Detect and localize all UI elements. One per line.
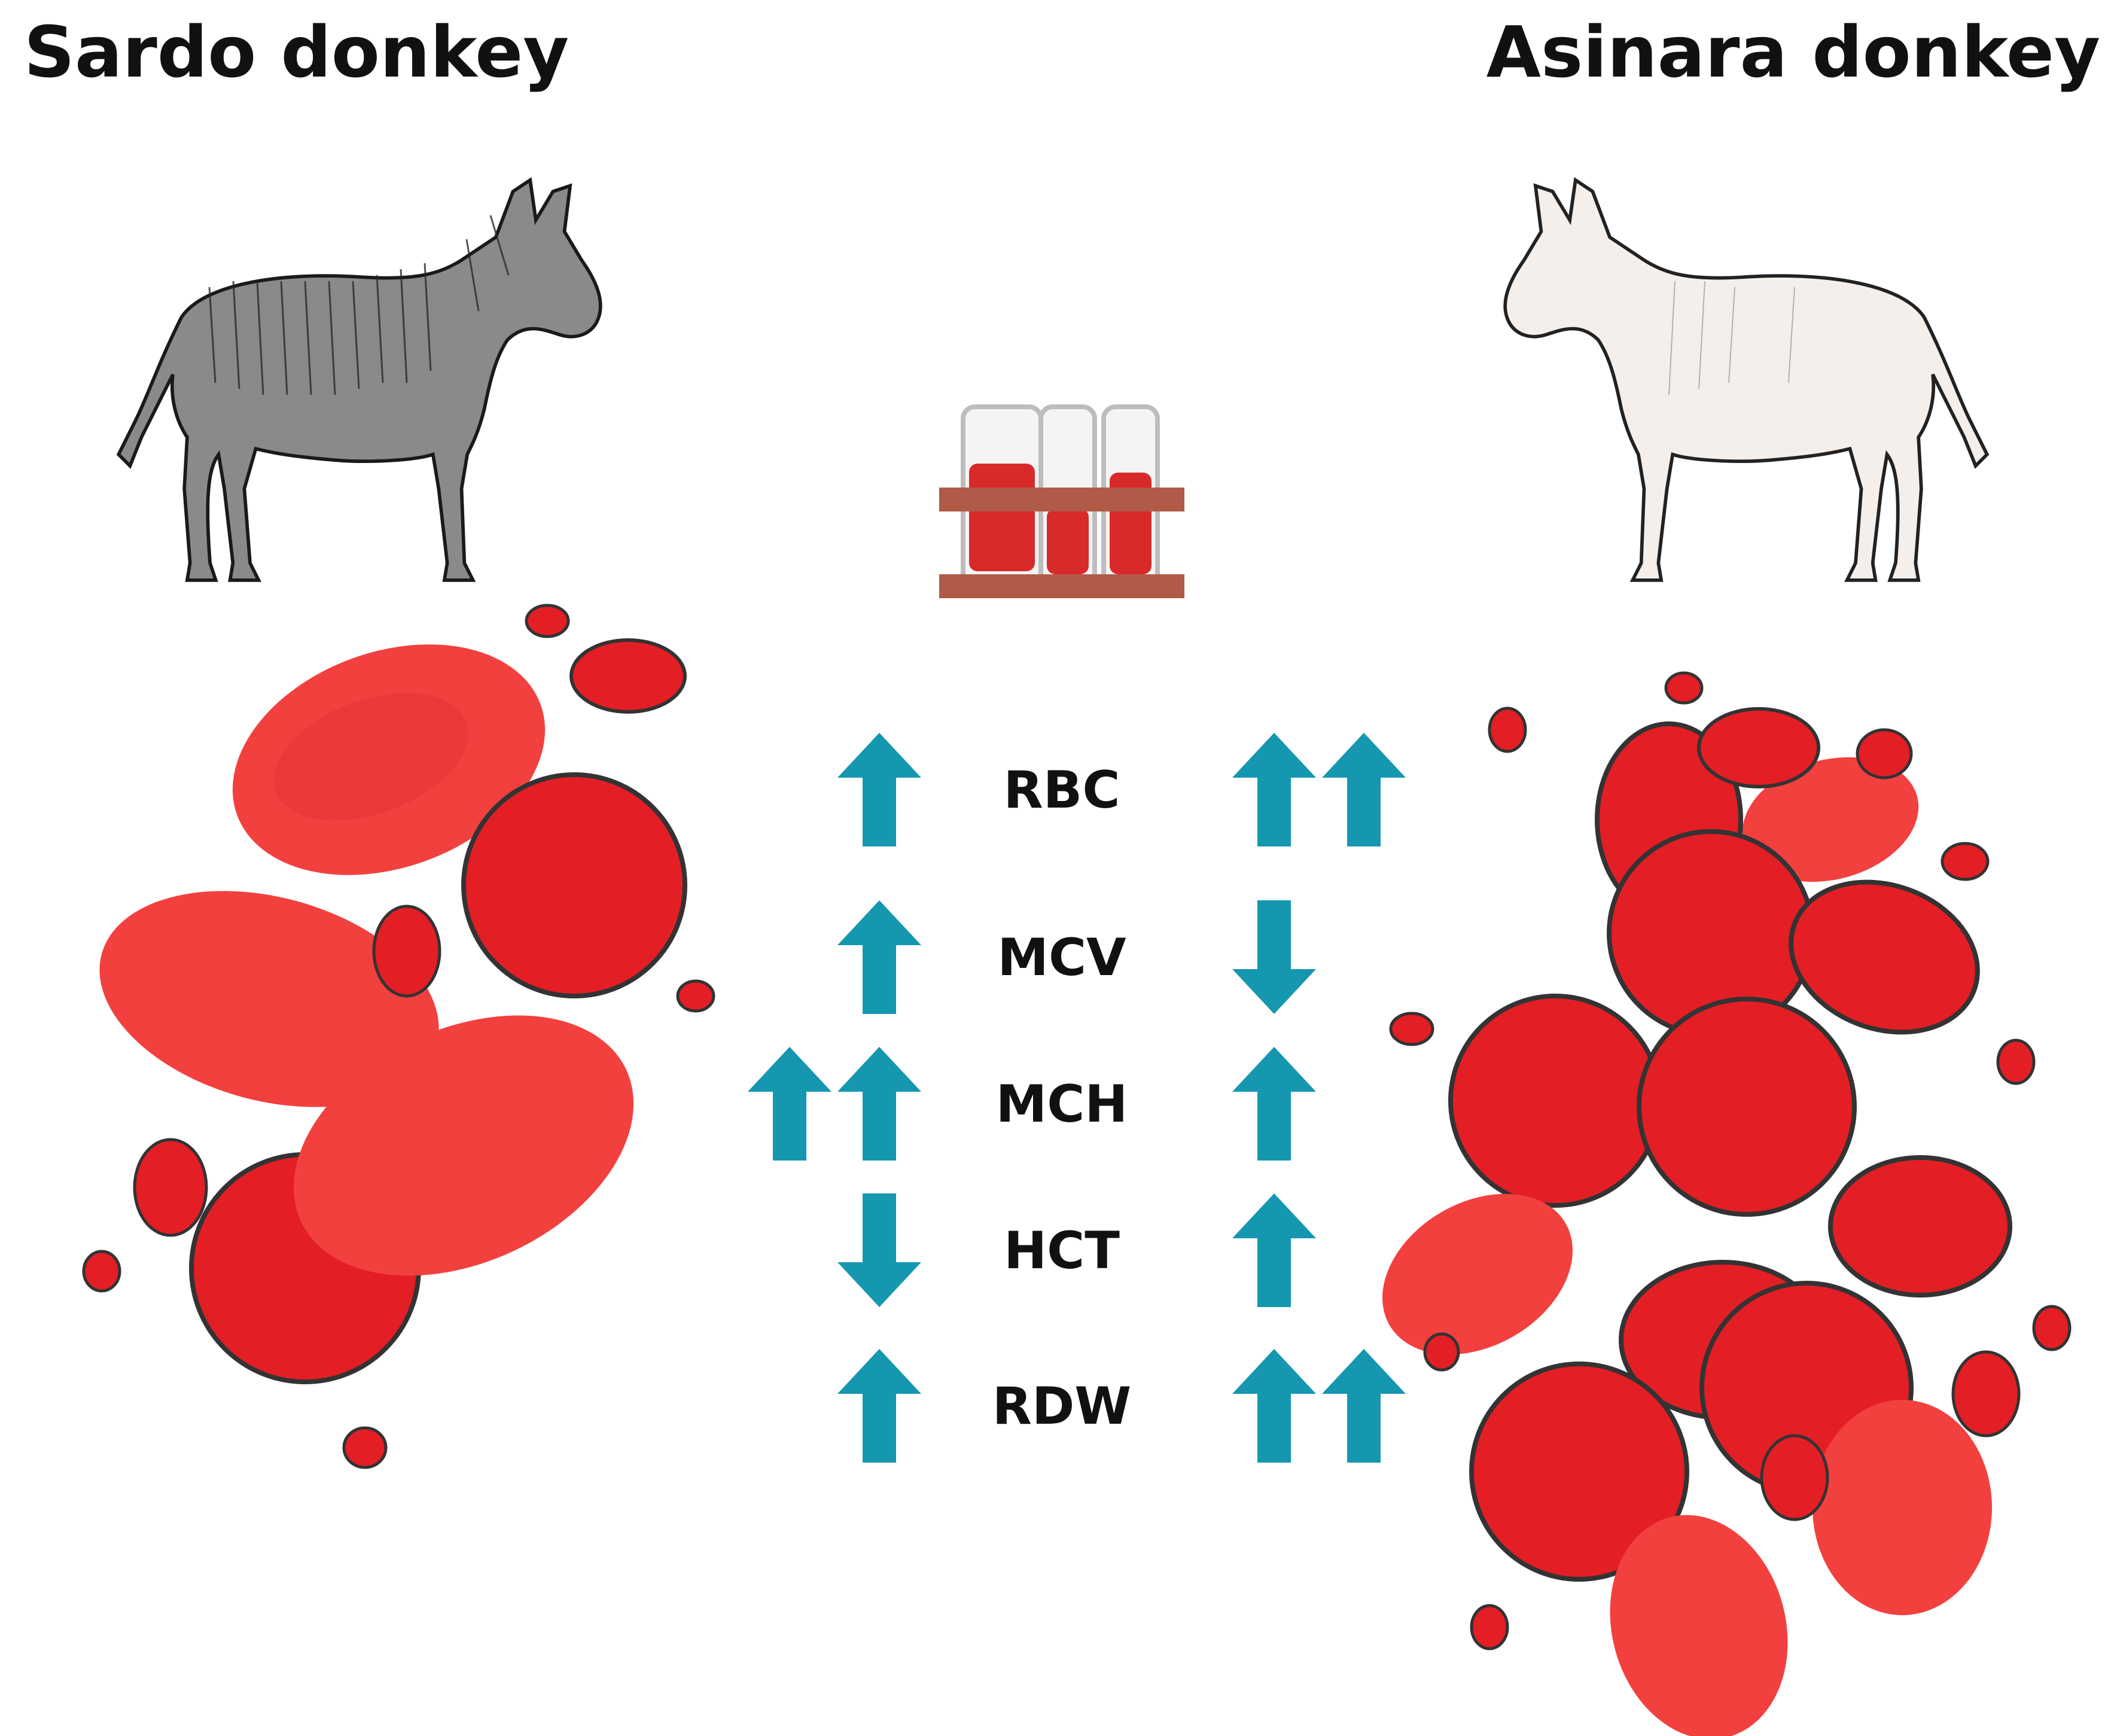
sardo-donkey-icon bbox=[118, 180, 601, 580]
parameter-label-hct: HCT bbox=[1004, 1221, 1120, 1281]
asinara-hct-up-arrow-icon bbox=[1232, 1193, 1316, 1307]
sardo-red-blood-cells bbox=[82, 604, 715, 1469]
asinara-mch-up-arrow-icon bbox=[1232, 1047, 1316, 1161]
asinara-rdw-up-arrow-icon bbox=[1232, 1349, 1316, 1463]
sardo-title: Sardo donkey bbox=[24, 11, 569, 93]
sardo-rbc-up-arrow-icon bbox=[837, 733, 921, 846]
asinara-title: Asinara donkey bbox=[1486, 11, 2100, 93]
sardo-mch-up-arrow-icon bbox=[837, 1047, 921, 1161]
parameter-label-mch: MCH bbox=[996, 1074, 1128, 1134]
sardo-rdw-up-arrow-icon bbox=[837, 1349, 921, 1463]
parameter-comparison: RBC MCV MCH HCT RDW bbox=[748, 733, 1406, 1463]
parameter-label-rbc: RBC bbox=[1004, 760, 1120, 820]
sardo-mch-up-arrow-icon bbox=[748, 1047, 831, 1161]
parameter-label-rdw: RDW bbox=[992, 1376, 1131, 1436]
asinara-rbc-up-arrow-icon bbox=[1322, 733, 1406, 846]
test-tube-rack-icon bbox=[939, 404, 1184, 598]
asinara-red-blood-cells bbox=[1382, 671, 2072, 1736]
asinara-mcv-down-arrow-icon bbox=[1232, 900, 1316, 1014]
asinara-donkey-icon bbox=[1505, 180, 1987, 580]
sardo-hct-down-arrow-icon bbox=[837, 1193, 921, 1307]
asinara-rbc-up-arrow-icon bbox=[1232, 733, 1316, 846]
asinara-rdw-up-arrow-icon bbox=[1322, 1349, 1406, 1463]
parameter-label-mcv: MCV bbox=[997, 928, 1126, 988]
sardo-mcv-up-arrow-icon bbox=[837, 900, 921, 1014]
